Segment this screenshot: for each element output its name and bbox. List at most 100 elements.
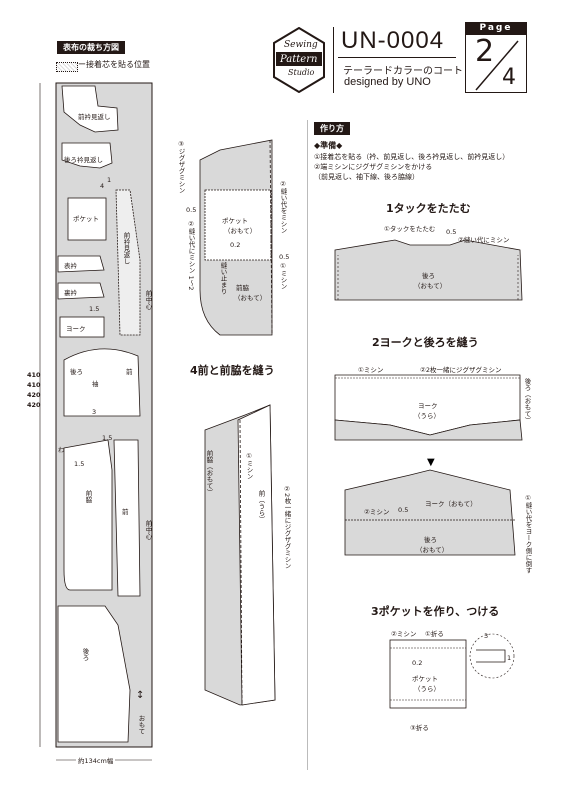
step1-tuck: ①タックをたたむ	[384, 225, 436, 233]
step4-m1: ①ミシン	[245, 452, 253, 480]
prep-line-3: （前見返し、袖下線、後ろ脇線）	[314, 173, 419, 181]
piece-under-collar: 裏衿	[64, 289, 77, 297]
page-slash-icon	[475, 40, 519, 91]
step1-05: 0.5	[446, 228, 457, 236]
pocket-att-omote2: （おもて）	[234, 294, 267, 302]
pocket-att-zig: ③ジグザグミシン	[177, 140, 185, 194]
step3-fold3: ③折る	[410, 724, 429, 732]
step3-02: 0.2	[412, 659, 423, 667]
step2-fold-note: ①縫い代をヨーク側に倒す	[524, 494, 532, 574]
svg-text:▼: ▼	[427, 457, 435, 468]
num-15b: 1.5	[74, 460, 85, 468]
step2-title: 2ヨークと後ろを縫う	[372, 336, 479, 349]
piece-sleeve-back: 後ろ	[70, 368, 83, 376]
step4-zig: ②2枚一緒にジグザグミシン	[283, 485, 291, 569]
width-1: 410	[27, 371, 41, 379]
piece-back: 後ろ	[81, 648, 89, 661]
width-2: 410	[27, 381, 41, 389]
width-4: 420	[27, 401, 41, 409]
pocket-att-side: 前脇	[236, 284, 249, 292]
piece-yoke: ヨーク	[66, 325, 86, 333]
fusible-legend: ー接着芯を貼る位置	[78, 60, 150, 69]
pocket-att-05a: 0.5	[186, 206, 197, 214]
width-3: 420	[27, 391, 41, 399]
step3-pocket: ポケット	[412, 675, 438, 683]
header-rule	[338, 57, 456, 58]
num-1: 1	[107, 176, 112, 184]
logo-line2: Pattern	[280, 54, 318, 65]
header-box	[333, 27, 461, 93]
logo: Sewing Pattern Studio	[273, 27, 325, 93]
piece-front-center-1: 前中心	[144, 290, 152, 310]
column-divider	[307, 120, 308, 770]
step1-omote: （おもて）	[414, 282, 447, 290]
fold-label: おもて	[137, 715, 145, 735]
step2-m2b: ②ミシン	[364, 508, 390, 516]
page-number-box: 2 4	[465, 34, 527, 93]
piece-wa: わ	[58, 446, 65, 454]
page-total: 4	[502, 65, 516, 90]
layout-title: 表布の裁ち方図	[57, 41, 125, 54]
prep-title: ◆準備◆	[314, 141, 343, 150]
pocket-att-seam: ②縫い代をミシン	[279, 180, 287, 234]
num-4: 4	[100, 182, 105, 190]
piece-sleeve: 袖	[92, 380, 99, 388]
step3-ura: （うら）	[414, 685, 440, 693]
pocket-att-05b: 0.5	[279, 253, 290, 261]
num-15: 1.5	[89, 305, 100, 313]
pocket-att-omote: （おもて）	[224, 227, 257, 235]
step3-3: 3	[484, 632, 489, 640]
width-labels: 410 410 420 420	[27, 370, 41, 410]
pocket-att-pocket: ポケット	[222, 217, 248, 225]
step2-05: 0.5	[398, 506, 409, 514]
prep-line-2: ②端ミシンにジグザグミシンをかける	[314, 163, 433, 171]
piece-sleeve-front: 前	[126, 368, 133, 376]
logo-line1: Sewing	[284, 40, 318, 50]
instructions-title: 作り方	[314, 122, 350, 135]
pocket-att-02: 0.2	[230, 241, 241, 249]
piece-pocket: ポケット	[73, 215, 99, 223]
step2-yoke2: ヨーク（おもて）	[425, 500, 477, 508]
step2-omote: （おもて）	[416, 546, 449, 554]
step4-side: 前脇（おもて）	[205, 450, 213, 496]
piece-front-facing: 前衿見返し	[78, 113, 111, 121]
step1-edge: ②縫い代にミシン	[458, 236, 510, 244]
step2-m1: ①ミシン	[358, 366, 384, 374]
piece-back-facing: 後ろ衿見返し	[64, 156, 103, 164]
num-3: 3	[92, 408, 97, 416]
page-number: 2	[475, 34, 495, 69]
grain-arrow-icon: ↕	[136, 690, 145, 701]
step3-title: 3ポケットを作り、つける	[371, 605, 500, 618]
pattern-code: UN-0004	[341, 27, 445, 54]
step2-back-side: 後ろ（おもて）	[523, 378, 531, 424]
prep-line-1: ①接着芯を貼る（衿、前見返し、後ろ衿見返し、前衿見返し）	[314, 153, 510, 161]
logo-line3: Studio	[288, 68, 315, 77]
step1-back: 後ろ	[422, 272, 435, 280]
piece-front-facing-long: 前衿見返し	[122, 232, 130, 265]
step2-ura: （うら）	[414, 412, 440, 420]
piece-front-center-2: 前中心	[144, 520, 152, 540]
page-label: Page	[465, 22, 527, 34]
step2-back: 後ろ	[424, 536, 437, 544]
step1-title: 1タックをたたむ	[386, 202, 471, 215]
step3-1: 1	[507, 654, 512, 662]
step4-front: 前（うら）	[257, 490, 265, 523]
piece-side-front: 前脇	[84, 490, 92, 503]
piece-top-collar: 表衿	[64, 262, 77, 270]
pocket-att-stop: 縫い止まり	[219, 262, 227, 295]
pocket-att-m1: ①ミシン	[279, 262, 287, 290]
step4-title: 4前と前脇を縫う	[190, 364, 275, 377]
logo-badge-icon	[273, 27, 325, 93]
fabric-width: 約134cm幅	[76, 755, 116, 765]
pocket-att-seam2: ②縫い代にミシン 1〜2	[187, 220, 195, 291]
designer: designed by UNO	[344, 76, 431, 88]
num-15c: 1.5	[102, 434, 113, 442]
piece-front: 前	[122, 508, 129, 516]
step3-m2: ②ミシン	[391, 630, 417, 638]
step2-m2: ②2枚一緒にジグザグミシン	[420, 366, 502, 374]
